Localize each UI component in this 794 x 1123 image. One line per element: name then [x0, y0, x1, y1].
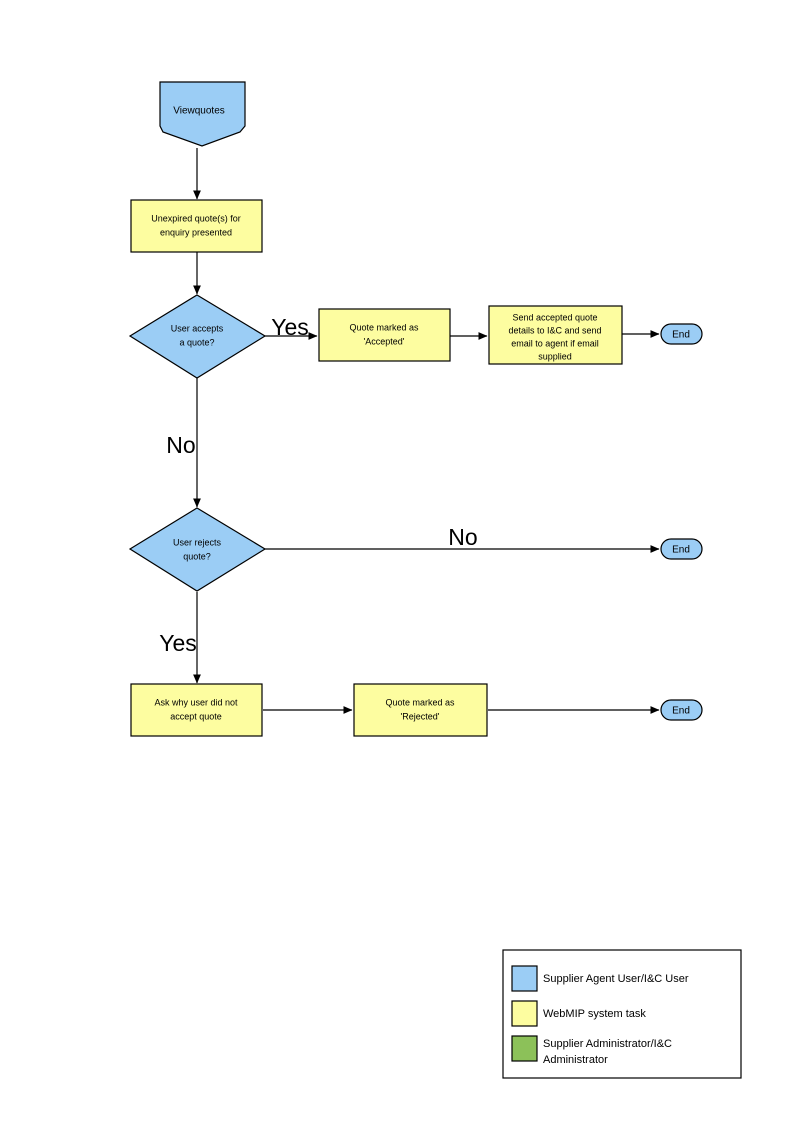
marked-accepted-label-line2: 'Accepted' — [364, 336, 405, 346]
accepts-label-line2: a quote? — [179, 337, 214, 347]
marked-rejected-label-line2: 'Rejected' — [401, 711, 440, 721]
end-middle-stadium-shape — [660, 538, 703, 560]
legend-item-webmip-system-task: WebMIP system task — [511, 1000, 646, 1027]
edge-label-accepts-no: No — [166, 432, 195, 458]
legend-label-admin-line1: Supplier Administrator/I&C — [543, 1038, 672, 1050]
ask-why-label-line2: accept quote — [170, 711, 222, 721]
start-label: Viewquotes — [173, 106, 225, 117]
send-details-rect-shape — [488, 305, 623, 365]
edge-label-rejects-yes: Yes — [159, 630, 197, 656]
send-details-label-line1: Send accepted quote — [512, 312, 597, 322]
legend-swatch-admin — [511, 1035, 538, 1062]
node-decision-user-accepts[interactable]: User accepts a quote? — [128, 294, 267, 379]
marked-rejected-label-line1: Quote marked as — [385, 697, 455, 707]
legend-panel — [502, 949, 742, 1079]
unexpired-label-line1: Unexpired quote(s) for — [151, 213, 241, 223]
node-quote-marked-accepted[interactable]: Quote marked as 'Accepted' — [318, 308, 451, 362]
node-ask-why-not-accepted[interactable]: Ask why user did not accept quote — [130, 683, 263, 737]
rejects-diamond-shape — [128, 507, 267, 592]
end-bottom-stadium-shape — [660, 699, 703, 721]
end-bottom-label: End — [672, 706, 690, 717]
ask-why-label-line1: Ask why user did not — [154, 697, 238, 707]
node-end-middle[interactable]: End — [660, 538, 703, 560]
legend-label-admin-line2: Administrator — [543, 1054, 608, 1066]
node-end-bottom[interactable]: End — [660, 699, 703, 721]
legend-label-user: Supplier Agent User/I&C User — [543, 973, 689, 985]
edge-label-accepts-yes: Yes — [271, 314, 309, 340]
unexpired-rect-shape — [130, 199, 263, 253]
rejects-label-line1: User rejects — [173, 537, 222, 547]
legend-label-system: WebMIP system task — [543, 1008, 646, 1020]
start-pentagon-shape — [159, 81, 246, 147]
legend-swatch-system — [511, 1000, 538, 1027]
ask-why-rect-shape — [130, 683, 263, 737]
legend-item-supplier-agent-user: Supplier Agent User/I&C User — [511, 965, 689, 992]
edges-group — [193, 148, 660, 714]
edge-label-rejects-no: No — [448, 524, 477, 550]
legend-item-supplier-administrator: Supplier Administrator/I&C Administrator — [511, 1035, 672, 1066]
end-top-stadium-shape — [660, 323, 703, 345]
send-details-label-line4: supplied — [538, 351, 572, 361]
accepts-diamond-shape — [128, 294, 267, 379]
send-details-label-line3: email to agent if email — [511, 338, 599, 348]
legend-swatch-user — [511, 965, 538, 992]
node-quote-marked-rejected[interactable]: Quote marked as 'Rejected' — [353, 683, 488, 737]
node-end-top[interactable]: End — [660, 323, 703, 345]
node-send-accepted-details[interactable]: Send accepted quote details to I&C and s… — [488, 305, 623, 365]
rejects-label-line2: quote? — [183, 551, 211, 561]
node-unexpired-quotes[interactable]: Unexpired quote(s) for enquiry presented — [130, 199, 263, 253]
legend: Supplier Agent User/I&C User WebMIP syst… — [502, 949, 742, 1079]
end-middle-label: End — [672, 545, 690, 556]
marked-accepted-label-line1: Quote marked as — [349, 322, 419, 332]
unexpired-label-line2: enquiry presented — [160, 227, 232, 237]
node-decision-user-rejects[interactable]: User rejects quote? — [128, 507, 267, 592]
marked-rejected-rect-shape — [353, 683, 488, 737]
marked-accepted-rect-shape — [318, 308, 451, 362]
send-details-label-line2: details to I&C and send — [508, 325, 601, 335]
end-top-label: End — [672, 330, 690, 341]
accepts-label-line1: User accepts — [171, 323, 224, 333]
edge-labels-group: Yes No No Yes — [159, 314, 477, 656]
node-start-viewquotes[interactable]: Viewquotes — [159, 81, 246, 147]
